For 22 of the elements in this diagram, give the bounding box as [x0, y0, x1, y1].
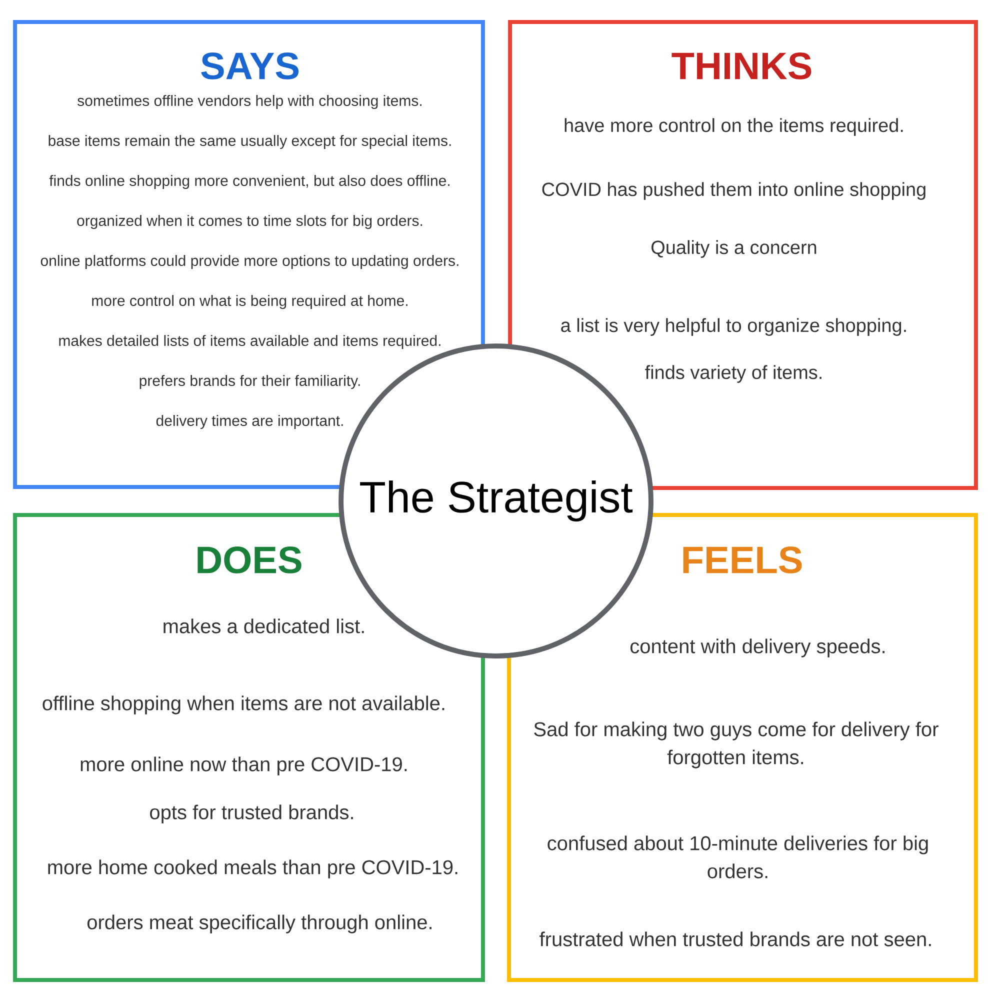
- note-text: more control on what is being required at home.: [92, 295, 408, 309]
- note-text: online platforms could provide more options to updating orders.: [40, 255, 458, 269]
- note-text: frustrated when trusted brands are not seen.: [540, 932, 931, 946]
- note-text: Quality is a concern: [652, 240, 816, 258]
- note-text: orders meat specifically through online.: [87, 914, 432, 934]
- quadrant-heading: THINKS: [672, 52, 812, 80]
- quadrant-heading: SAYS: [201, 52, 299, 80]
- note-text: opts for trusted brands.: [150, 804, 353, 824]
- note-text: more online now than pre COVID-19.: [80, 756, 407, 776]
- quadrant-heading: FEELS: [683, 546, 802, 574]
- note-text: a list is very helpful to organize shopping.: [561, 318, 906, 336]
- note-text: more home cooked meals than pre COVID-19.: [48, 860, 458, 878]
- note-text: sometimes offline vendors help with choosing items.: [78, 94, 422, 109]
- note-text: COVID has pushed them into online shopping: [542, 182, 926, 200]
- note-text: confused about 10-minute deliveries for big orders.: [548, 836, 928, 878]
- note-text: have more control on the items required.: [564, 118, 903, 136]
- note-text: finds online shopping more convenient, but also does offline.: [49, 175, 450, 189]
- quadrant-heading: DOES: [198, 546, 302, 574]
- note-text: organized when it comes to time slots for big orders.: [77, 215, 422, 229]
- note-text: Sad for making two guys come for delivery for forgotten items.: [534, 722, 938, 768]
- note-text: offline shopping when items are not available.: [42, 696, 444, 714]
- note-text: base items remain the same usually except for special items.: [48, 135, 451, 149]
